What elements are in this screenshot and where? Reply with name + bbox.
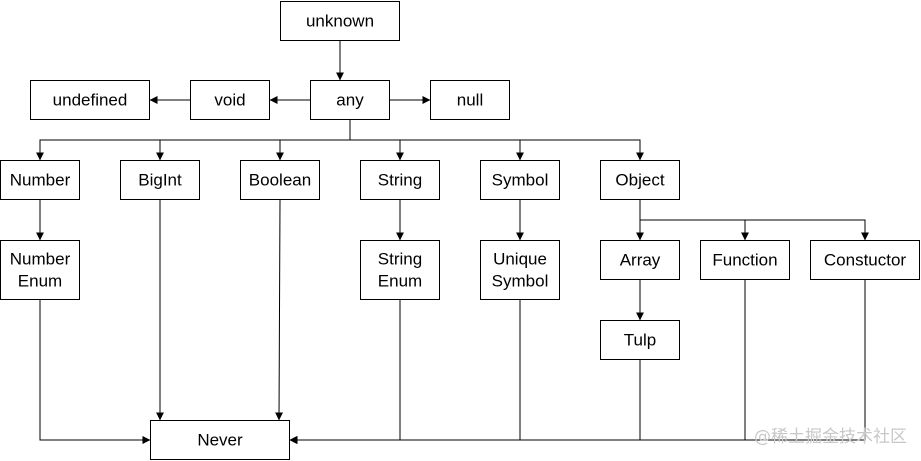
node-bigint: BigInt	[120, 160, 200, 200]
node-label-array-line-0: Array	[620, 251, 661, 270]
node-unknown: unknown	[280, 1, 400, 41]
node-box-string	[360, 160, 440, 200]
edge-any-to-boolean	[276, 120, 351, 161]
node-box-number	[0, 160, 80, 200]
node-label-unknown-line-0: unknown	[306, 12, 374, 31]
node-box-unknown	[280, 1, 400, 41]
node-label-constructor-line-0: Constuctor	[824, 251, 907, 270]
edge-any-to-object	[349, 120, 644, 161]
edge-number-enum-to-never	[39, 300, 151, 444]
node-box-null	[430, 80, 510, 120]
node-box-constructor	[810, 240, 920, 280]
node-box-number-enum	[0, 240, 80, 300]
node-box-array	[600, 240, 680, 280]
node-boolean: Boolean	[240, 160, 320, 200]
node-label-undefined-line-0: undefined	[53, 91, 128, 110]
node-number: Number	[0, 160, 80, 200]
edge-tulp-to-never	[289, 360, 641, 444]
node-label-symbol-line-0: Symbol	[492, 171, 549, 190]
node-label-function-line-0: Function	[712, 251, 777, 270]
node-symbol: Symbol	[480, 160, 560, 200]
node-label-string-enum-line-0: String	[378, 250, 422, 269]
node-box-boolean	[240, 160, 320, 200]
node-object: Object	[600, 160, 680, 200]
node-box-bigint	[120, 160, 200, 200]
node-box-tulp	[600, 320, 680, 360]
node-box-string-enum	[360, 240, 440, 300]
edges-layer	[36, 41, 869, 444]
node-label-number-enum-line-1: Enum	[18, 272, 62, 291]
node-label-string-enum-line-1: Enum	[378, 272, 422, 291]
node-label-string-line-0: String	[378, 171, 422, 190]
node-label-never-line-0: Never	[197, 431, 243, 450]
edge-boolean-to-never	[275, 199, 284, 421]
node-never: Never	[150, 420, 290, 460]
node-label-unique-symbol-line-0: Unique	[493, 250, 547, 269]
node-box-undefined	[30, 80, 150, 120]
node-undefined: undefined	[30, 80, 150, 120]
node-box-symbol	[480, 160, 560, 200]
edge-unique-symbol-to-never	[289, 300, 521, 444]
node-constructor: Constuctor	[810, 240, 920, 280]
node-label-unique-symbol-line-1: Symbol	[492, 272, 549, 291]
node-box-unique-symbol	[480, 240, 560, 300]
node-tulp: Tulp	[600, 320, 680, 360]
edge-string-enum-to-never	[289, 300, 401, 444]
node-box-function	[700, 240, 790, 280]
node-label-number-line-0: Number	[10, 171, 71, 190]
node-null: null	[430, 80, 510, 120]
node-box-never	[150, 420, 290, 460]
edge-constructor-to-never	[289, 280, 866, 444]
edge-object-to-constructor	[639, 200, 869, 241]
watermark-text: @稀土掘金技术社区	[754, 427, 907, 447]
node-label-any-line-0: any	[336, 91, 364, 110]
node-array: Array	[600, 240, 680, 280]
node-label-void-line-0: void	[214, 91, 245, 110]
node-string: String	[360, 160, 440, 200]
node-label-object-line-0: Object	[615, 171, 664, 190]
node-label-boolean-line-0: Boolean	[249, 171, 311, 190]
node-label-tulp-line-0: Tulp	[624, 331, 656, 350]
node-label-bigint-line-0: BigInt	[138, 171, 182, 190]
node-void: void	[190, 80, 270, 120]
node-box-void	[190, 80, 270, 120]
node-label-null-line-0: null	[457, 91, 483, 110]
node-any: any	[310, 80, 390, 120]
node-box-object	[600, 160, 680, 200]
node-label-number-enum-line-0: Number	[10, 250, 71, 269]
node-box-any	[310, 80, 390, 120]
node-function: Function	[700, 240, 790, 280]
